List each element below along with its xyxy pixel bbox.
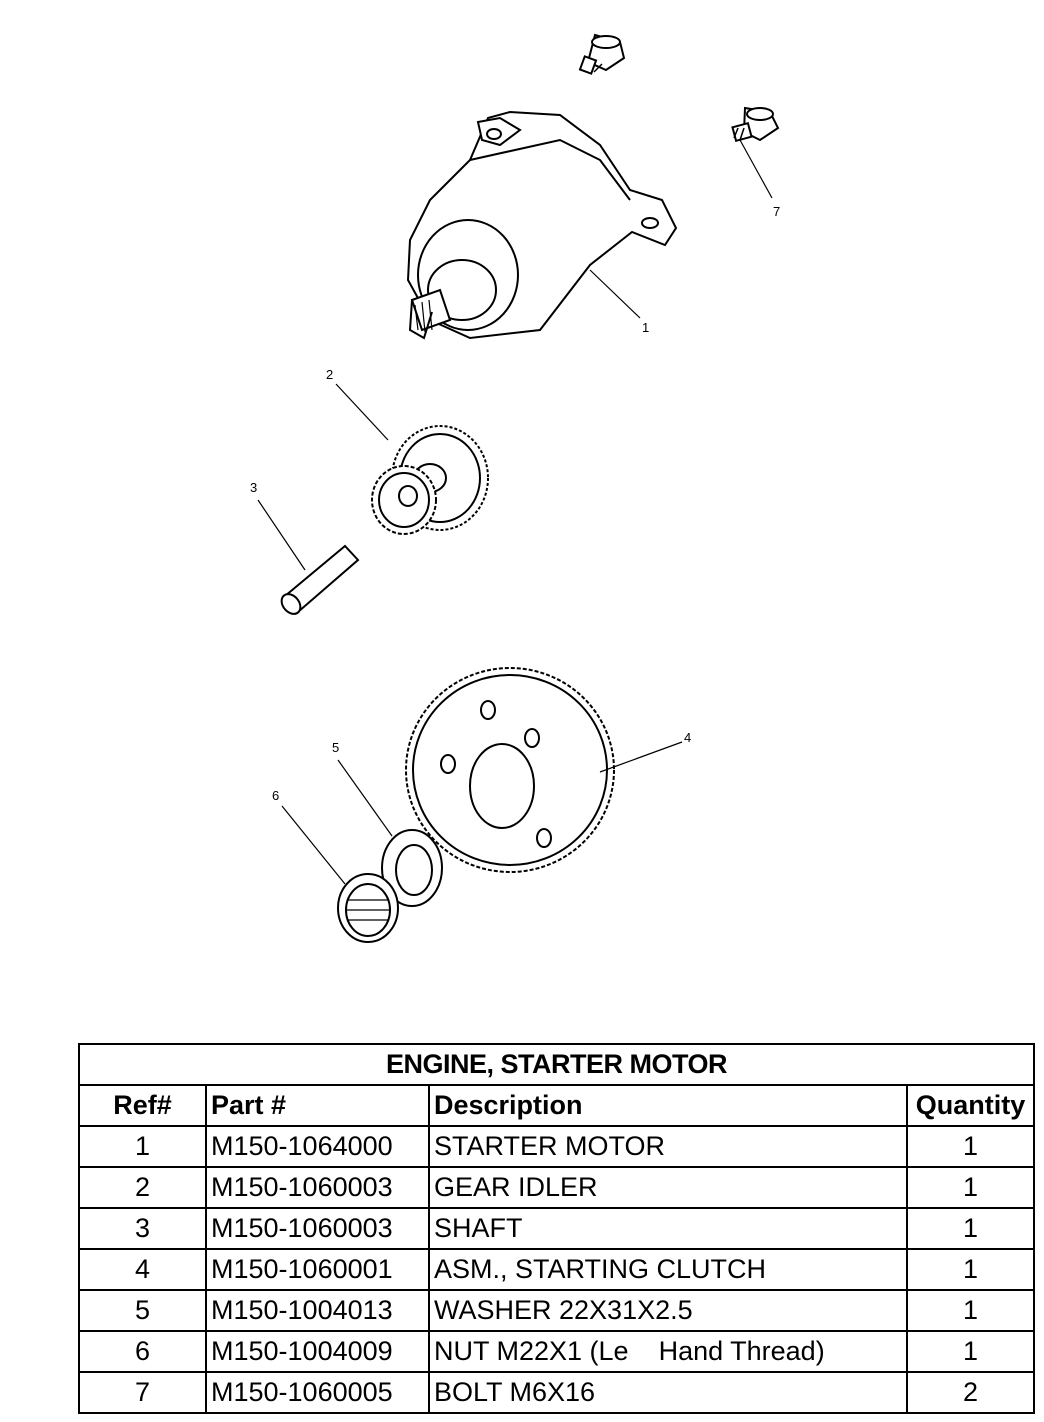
cell-quantity: 1	[905, 1125, 1036, 1168]
cell-part: M150-1004009	[205, 1330, 430, 1373]
callout-3: 3	[250, 480, 257, 495]
cell-description: BOLT M6X16	[428, 1371, 908, 1414]
cell-ref: 7	[78, 1371, 207, 1414]
table-row: 1 M150-1064000 STARTER MOTOR 1	[78, 1125, 1036, 1168]
washer	[381, 829, 443, 907]
cell-part: M150-1060003	[205, 1207, 430, 1250]
cell-description: SHAFT	[428, 1207, 908, 1250]
callout-5: 5	[332, 740, 339, 755]
cell-ref: 3	[78, 1207, 207, 1250]
table-row: 5 M150-1004013 WASHER 22X31X2.5 1	[78, 1289, 1036, 1332]
cell-part: M150-1060003	[205, 1166, 430, 1209]
cell-ref: 5	[78, 1289, 207, 1332]
nut	[337, 873, 399, 943]
starter-motor	[406, 110, 678, 340]
table-header-row: Ref# Part # Description Quantity	[78, 1084, 1036, 1127]
cell-description: WASHER 22X31X2.5	[428, 1289, 908, 1332]
header-quantity: Quantity	[905, 1084, 1036, 1127]
cell-description: ASM., STARTING CLUTCH	[428, 1248, 908, 1291]
table-title: ENGINE, STARTER MOTOR	[77, 1043, 1036, 1086]
table-row: 3 M150-1060003 SHAFT 1	[78, 1207, 1036, 1250]
table-title-row: ENGINE, STARTER MOTOR	[77, 1043, 1036, 1086]
cell-quantity: 2	[905, 1371, 1036, 1414]
callout-2: 2	[326, 367, 333, 382]
bolt-right	[731, 106, 780, 143]
cell-ref: 4	[78, 1248, 207, 1291]
cell-ref: 6	[78, 1330, 207, 1373]
leader-lines	[257, 139, 773, 885]
table-row: 2 M150-1060003 GEAR IDLER 1	[78, 1166, 1036, 1209]
callout-4: 4	[684, 730, 691, 745]
shaft	[280, 544, 360, 615]
starting-clutch	[405, 667, 615, 873]
callout-7: 7	[773, 204, 780, 219]
cell-part: M150-1064000	[205, 1125, 430, 1168]
table-row: 7 M150-1060005 BOLT M6X16 2	[78, 1371, 1036, 1414]
table-row: 4 M150-1060001 ASM., STARTING CLUTCH 1	[78, 1248, 1036, 1291]
cell-quantity: 1	[905, 1330, 1036, 1373]
exploded-parts-diagram: 1 2 3 4 5 6 7	[250, 33, 780, 943]
cell-description: STARTER MOTOR	[428, 1125, 908, 1168]
bolt-top	[578, 33, 626, 75]
cell-part: M150-1060005	[205, 1371, 430, 1414]
cell-ref: 2	[78, 1166, 207, 1209]
header-description: Description	[428, 1084, 908, 1127]
gear-idler	[371, 425, 489, 535]
cell-description: NUT M22X1 (Le Hand Thread)	[428, 1330, 908, 1373]
cell-part: M150-1004013	[205, 1289, 430, 1332]
callout-6: 6	[272, 788, 279, 803]
cell-part: M150-1060001	[205, 1248, 430, 1291]
cell-quantity: 1	[905, 1166, 1036, 1209]
cell-quantity: 1	[905, 1248, 1036, 1291]
cell-ref: 1	[78, 1125, 207, 1168]
table-row: 6 M150-1004009 NUT M22X1 (Le Hand Thread…	[78, 1330, 1036, 1373]
cell-description: GEAR IDLER	[428, 1166, 908, 1209]
cell-quantity: 1	[905, 1207, 1036, 1250]
callout-1: 1	[642, 320, 649, 335]
cell-quantity: 1	[905, 1289, 1036, 1332]
parts-table-container: ENGINE, STARTER MOTOR Ref# Part # Descri…	[77, 1043, 1036, 1414]
parts-table: ENGINE, STARTER MOTOR Ref# Part # Descri…	[77, 1043, 1036, 1414]
header-part: Part #	[205, 1084, 430, 1127]
header-ref: Ref#	[78, 1084, 207, 1127]
